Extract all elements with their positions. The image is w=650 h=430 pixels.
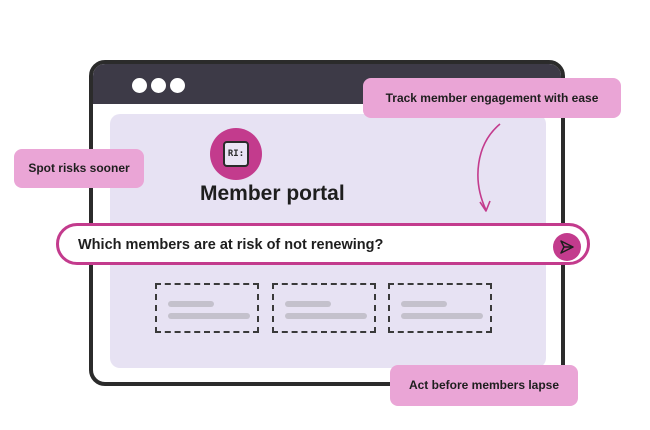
send-button[interactable] bbox=[553, 233, 581, 261]
placeholder-line bbox=[285, 313, 367, 319]
placeholder-line bbox=[401, 313, 483, 319]
arrow-icon bbox=[477, 123, 501, 212]
send-icon bbox=[560, 240, 574, 254]
search-bar[interactable]: Which members are at risk of not renewin… bbox=[56, 223, 590, 265]
window-dot-icon bbox=[151, 78, 166, 93]
placeholder-line bbox=[285, 301, 331, 307]
search-input[interactable]: Which members are at risk of not renewin… bbox=[78, 237, 384, 253]
placeholder-card bbox=[388, 283, 492, 333]
callout-spot: Spot risks sooner bbox=[14, 149, 144, 188]
logo-text: RI: bbox=[223, 141, 249, 167]
page-title: Member portal bbox=[200, 182, 345, 205]
callout-act: Act before members lapse bbox=[390, 365, 578, 406]
portal-logo: RI: bbox=[210, 128, 262, 180]
window-dot-icon bbox=[132, 78, 147, 93]
placeholder-line bbox=[168, 313, 250, 319]
placeholder-card bbox=[155, 283, 259, 333]
placeholder-line bbox=[401, 301, 447, 307]
window-dot-icon bbox=[170, 78, 185, 93]
callout-track: Track member engagement with ease bbox=[363, 78, 621, 118]
placeholder-card bbox=[272, 283, 376, 333]
placeholder-line bbox=[168, 301, 214, 307]
